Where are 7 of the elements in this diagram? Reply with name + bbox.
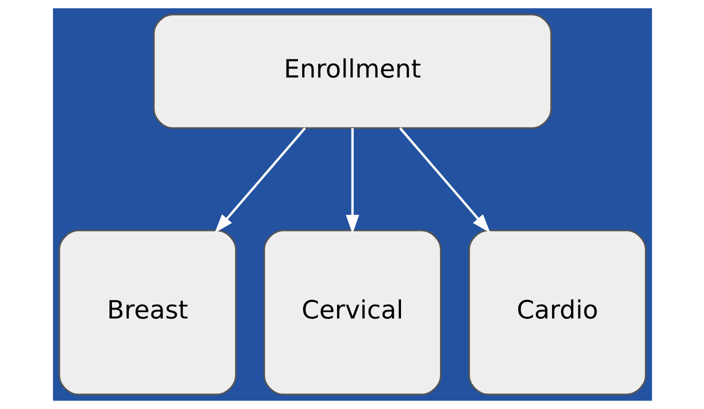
node-box: Breast xyxy=(58,230,236,396)
node-box: Enrollment xyxy=(152,14,552,129)
node-box: Cervical xyxy=(262,230,442,396)
node-box: Cardio xyxy=(468,230,646,396)
arrow xyxy=(398,127,490,233)
arrow xyxy=(345,128,359,234)
arrow xyxy=(214,127,306,233)
